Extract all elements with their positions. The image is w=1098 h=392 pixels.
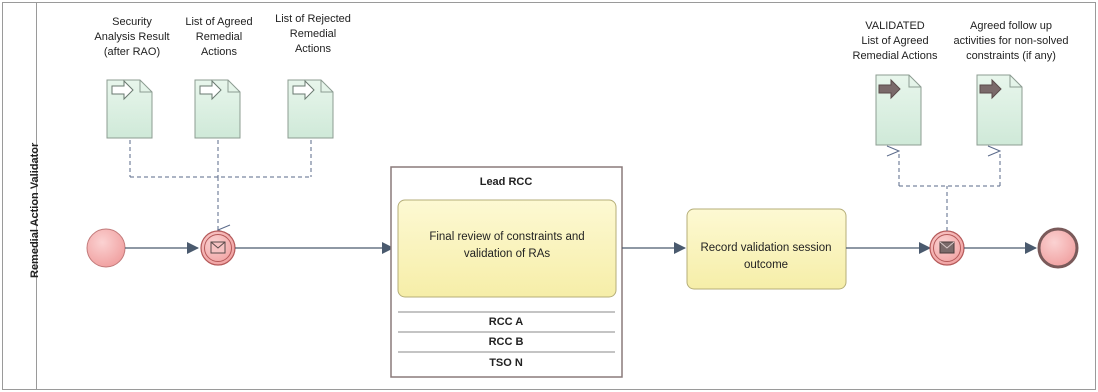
svg-text:Remedial: Remedial — [196, 31, 242, 43]
output-arrow-icon — [878, 78, 901, 100]
start-event[interactable] — [86, 228, 126, 268]
participant-rcc-a: RCC A — [489, 316, 523, 328]
svg-text:Final review of constraints an: Final review of constraints and — [429, 231, 584, 243]
pool-title: Lead RCC — [480, 176, 533, 188]
svg-text:validation of RAs: validation of RAs — [464, 248, 551, 260]
svg-text:Actions: Actions — [201, 46, 238, 58]
svg-text:activities for non-solved: activities for non-solved — [954, 35, 1069, 47]
input-associations — [129, 140, 312, 230]
task-final-review[interactable]: Final review of constraints and validati… — [397, 199, 617, 298]
intermediate-throw-message-event[interactable] — [929, 230, 965, 266]
output-arrow-icon — [979, 78, 1002, 100]
svg-text:Actions: Actions — [295, 43, 332, 55]
svg-text:Remedial Actions: Remedial Actions — [853, 50, 938, 62]
output-document-validated-agreed-actions[interactable]: VALIDATED List of Agreed Remedial Action… — [853, 20, 938, 146]
end-event[interactable] — [1037, 227, 1079, 269]
envelope-filled-icon — [939, 241, 955, 254]
svg-text:Agreed follow up: Agreed follow up — [970, 20, 1052, 32]
svg-text:List of Agreed: List of Agreed — [185, 16, 252, 28]
svg-text:Analysis Result: Analysis Result — [94, 31, 169, 43]
svg-text:Security: Security — [112, 16, 152, 28]
output-associations — [899, 151, 1000, 231]
svg-text:List of Agreed: List of Agreed — [861, 35, 928, 47]
input-arrow-icon — [199, 79, 222, 101]
intermediate-message-event[interactable] — [200, 230, 236, 266]
input-document-rejected-remedial-actions[interactable]: List of Rejected Remedial Actions — [275, 13, 351, 139]
svg-text:outcome: outcome — [744, 259, 788, 271]
input-document-agreed-remedial-actions[interactable]: List of Agreed Remedial Actions — [185, 16, 253, 139]
svg-text:Remedial: Remedial — [290, 28, 336, 40]
lane-title: Remedial Action Validator — [29, 142, 41, 278]
svg-text:List of Rejected: List of Rejected — [275, 13, 351, 25]
svg-text:VALIDATED: VALIDATED — [865, 20, 925, 32]
svg-text:Record validation session: Record validation session — [700, 242, 831, 254]
participant-tso-n: TSO N — [489, 357, 523, 369]
input-document-security-analysis[interactable]: Security Analysis Result (after RAO) — [94, 16, 170, 139]
input-arrow-icon — [292, 79, 315, 101]
svg-text:(after RAO): (after RAO) — [104, 46, 160, 58]
task-record-validation-outcome[interactable]: Record validation session outcome — [686, 208, 847, 290]
input-arrow-icon — [111, 79, 134, 101]
envelope-icon — [210, 241, 226, 254]
output-document-follow-up-activities[interactable]: Agreed follow up activities for non-solv… — [954, 20, 1069, 146]
svg-text:constraints (if any): constraints (if any) — [966, 50, 1056, 62]
participant-rcc-b: RCC B — [489, 336, 524, 348]
